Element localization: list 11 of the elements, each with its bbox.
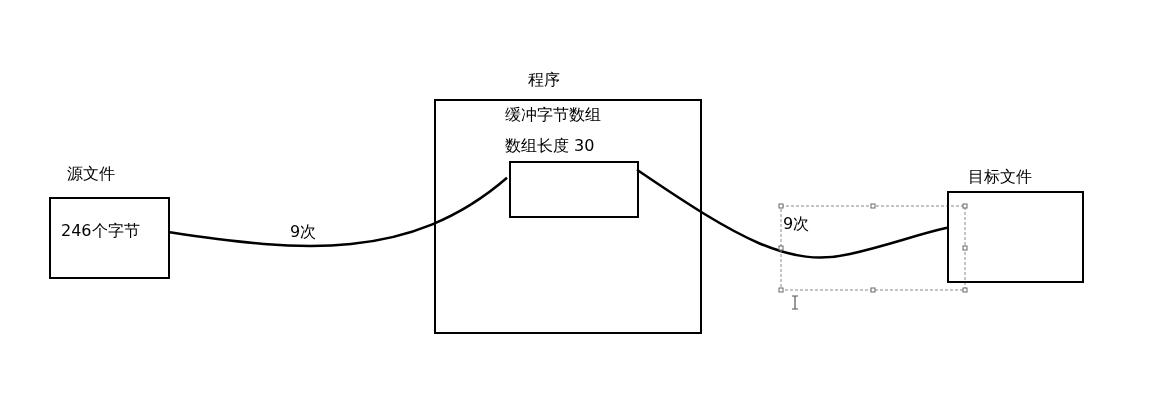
- box-heading: 目标文件: [968, 167, 1032, 187]
- box-text: 缓冲字节数组: [505, 105, 601, 125]
- box-text: 数组长度 30: [505, 136, 595, 156]
- box-heading: 程序: [528, 70, 560, 90]
- connector-curve: [636, 168, 948, 259]
- edge-label: 9次: [290, 222, 317, 242]
- connector-curve: [169, 176, 508, 247]
- box-heading: 源文件: [67, 164, 115, 184]
- edge-label: 9次: [783, 214, 810, 234]
- buffer-box: [509, 161, 639, 218]
- box-text: 246个字节: [61, 221, 140, 241]
